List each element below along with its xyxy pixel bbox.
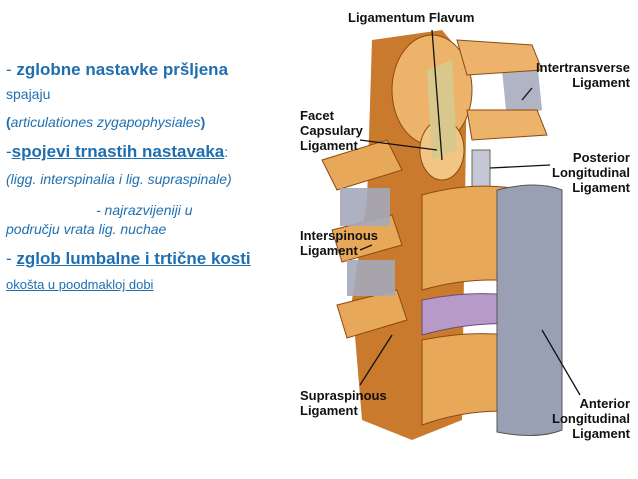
label-interspinous-line1: Interspinous — [300, 228, 379, 243]
label-facet-capsulary: Facet Capsulary Ligament — [300, 108, 363, 153]
label-intertransverse-line2: Ligament — [572, 75, 630, 90]
description-panel: - zglobne nastavke pršljena spajaju (art… — [6, 58, 276, 297]
label-intertransverse: Intertransverse Ligament — [536, 60, 630, 90]
colon: : — [224, 144, 229, 160]
anterior-longitudinal-ligament — [496, 184, 563, 437]
leader-interspinous — [359, 244, 373, 251]
transverse-process-upper — [456, 39, 543, 76]
paragraph-spinous: -spojevi trnastih nastavaka: — [6, 140, 276, 164]
term-zglob-lumbalne: zglob lumbalne i trtične kosti — [16, 249, 251, 268]
leader-supraspinous — [359, 334, 393, 386]
label-facet-line2: Capsulary — [300, 123, 363, 138]
interspinous-ligament-2 — [347, 260, 395, 296]
label-supraspinous-line1: Supraspinous — [300, 388, 387, 403]
label-interspinous-line2: Ligament — [300, 243, 358, 258]
term-zglobne-nastavke: zglobne nastavke pršljena — [16, 60, 229, 79]
label-posterior-longitudinal: Posterior Longitudinal Ligament — [552, 150, 630, 195]
leader-facet — [359, 139, 438, 151]
label-anterior-longitudinal: Anterior Longitudinal Ligament — [552, 396, 630, 441]
label-facet-line1: Facet — [300, 108, 334, 123]
label-anterior-line3: Ligament — [572, 426, 630, 441]
text-okosta: okošta u poodmakloj dobi — [6, 277, 154, 292]
posterior-longitudinal-ligament — [471, 149, 491, 191]
label-ligamentum-flavum: Ligamentum Flavum — [348, 10, 475, 25]
paragraph-lumbosacral: - zglob lumbalne i trtične kosti okošta … — [6, 247, 276, 297]
paren-open: ( — [6, 114, 11, 130]
text-spajaju: spajaju — [6, 86, 51, 102]
term-spojevi-trnastih: spojevi trnastih nastavaka — [11, 142, 225, 161]
nuchae-note-a: - najrazvijeniji u — [96, 202, 193, 218]
ligamentum-flavum — [427, 60, 457, 160]
nuchae-note-b: području vrata lig. nuchae — [6, 221, 167, 237]
label-supraspinous: Supraspinous Ligament — [300, 388, 387, 418]
bullet-dash: - — [6, 249, 17, 268]
label-posterior-line1: Posterior — [572, 150, 630, 165]
latin-term-line: (articulationes zygapophysiales) — [6, 114, 276, 130]
label-intertransverse-line1: Intertransverse — [536, 60, 630, 75]
bullet-dash: - — [6, 60, 17, 79]
latin-term: articulationes zygapophysiales — [10, 114, 201, 130]
spinous-process-1 — [321, 139, 403, 191]
intertransverse-ligament — [502, 60, 542, 120]
paren-close: ) — [200, 114, 206, 130]
label-posterior-line2: Longitudinal — [552, 165, 630, 180]
label-posterior-line3: Ligament — [572, 180, 630, 195]
spine-ligament-illustration: Ligamentum Flavum Intertransverse Ligame… — [292, 0, 638, 479]
leader-anterior — [541, 329, 581, 396]
label-anterior-line2: Longitudinal — [552, 411, 630, 426]
transverse-process-lower — [466, 109, 548, 141]
bullet-dash: - — [6, 142, 12, 161]
leader-flavum — [431, 29, 443, 161]
ligament-latin-list: (ligg. interspinalia i lig. supraspinale… — [6, 171, 232, 187]
label-facet-line3: Ligament — [300, 138, 358, 153]
spine-drawing — [321, 29, 581, 440]
nuchae-note: - najrazvijeniji u području vrata lig. n… — [6, 201, 276, 239]
label-anterior-line1: Anterior — [579, 396, 630, 411]
leader-intertransverse — [521, 87, 533, 101]
label-supraspinous-line2: Ligament — [300, 403, 358, 418]
leader-posterior — [489, 164, 551, 169]
interspinous-ligament-1 — [340, 188, 390, 226]
leader-lines — [359, 29, 581, 396]
paragraph-zygapophyseal: - zglobne nastavke pršljena spajaju — [6, 58, 276, 106]
label-interspinous: Interspinous Ligament — [300, 228, 378, 258]
